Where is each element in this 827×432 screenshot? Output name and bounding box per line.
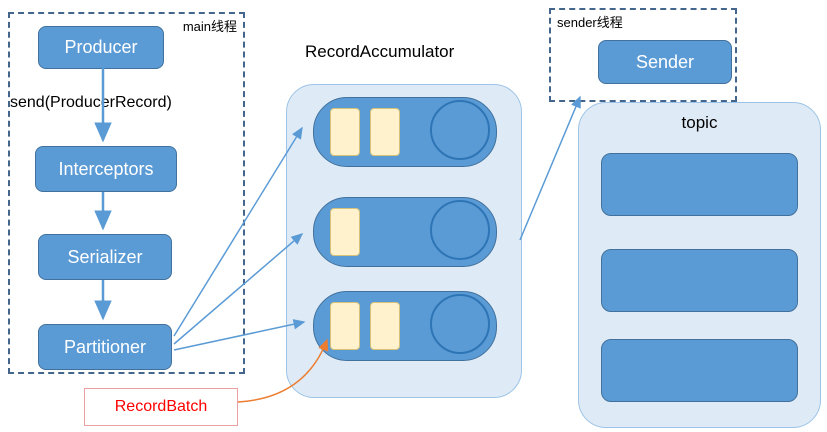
topic-container: topic (578, 102, 821, 428)
queue-end-circle (430, 100, 490, 160)
record-batch (330, 208, 360, 256)
arrow-accumulator-to-sender (519, 95, 581, 241)
topic-partition (601, 249, 798, 312)
interceptors-box: Interceptors (35, 146, 177, 192)
record-batch (330, 302, 360, 350)
record-batch (330, 108, 360, 156)
serializer-label: Serializer (67, 246, 143, 267)
record-batch-label: RecordBatch (114, 398, 208, 415)
partitioner-box: Partitioner (38, 324, 172, 370)
producer-box: Producer (38, 26, 164, 69)
record-accumulator-title: RecordAccumulator (305, 42, 455, 61)
sender-thread-region: sender线程 (549, 8, 737, 102)
sender-label: Sender (635, 51, 695, 72)
sender-thread-label: sender线程 (557, 15, 623, 30)
record-queue (313, 197, 497, 267)
record-accumulator-container (286, 84, 522, 398)
main-thread-label: main线程 (182, 19, 237, 34)
record-batch (370, 108, 400, 156)
record-batch (370, 302, 400, 350)
record-queue (313, 291, 497, 361)
send-producerrecord-label: send(ProducerRecord) (10, 94, 172, 111)
queue-end-circle (430, 200, 490, 260)
topic-partition (601, 339, 798, 402)
producer-label: Producer (64, 37, 138, 57)
record-queue (313, 97, 497, 167)
sender-box: Sender (598, 40, 732, 84)
interceptors-label: Interceptors (58, 158, 154, 179)
record-batch-callout: RecordBatch (84, 388, 238, 426)
topic-partition (601, 153, 798, 216)
partitioner-label: Partitioner (63, 336, 147, 357)
serializer-box: Serializer (38, 234, 172, 280)
queue-end-circle (430, 294, 490, 354)
topic-title: topic (681, 113, 718, 132)
